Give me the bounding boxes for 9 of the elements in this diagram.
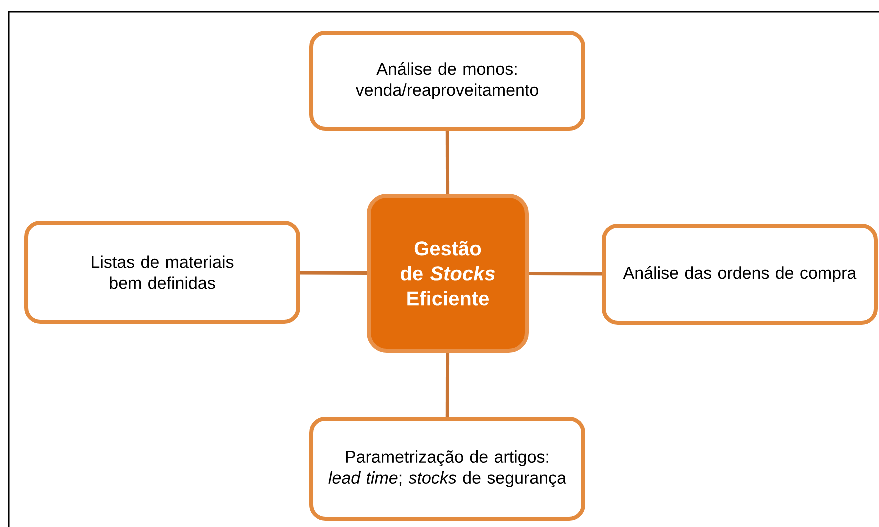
topic-box: Análise das ordens de compra [602,224,878,325]
topic-box: Parametrização de artigos: lead time; stocks de segurança [310,417,586,521]
topic-box: Análise de monos: venda/reaproveitamento [310,31,586,131]
central-box: Gestão de Stocks Eficiente [367,194,529,353]
connector-line [446,352,450,417]
connector-line [446,131,450,194]
connector-line [529,272,602,276]
connector-line [300,271,368,275]
topic-box: Listas de materiais bem definidas [24,221,300,324]
